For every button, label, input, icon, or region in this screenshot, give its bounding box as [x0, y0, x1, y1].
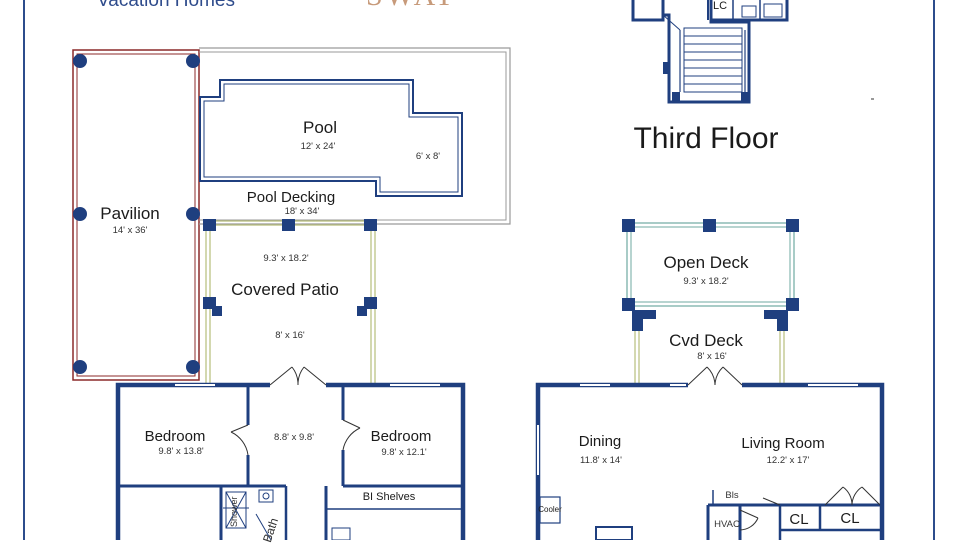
pavilion — [72, 49, 200, 381]
deck-post — [786, 219, 799, 232]
left-house-doors — [230, 366, 361, 456]
third-floor-stairs — [631, 0, 789, 104]
stair-post — [741, 92, 749, 102]
stair-tread — [683, 59, 743, 69]
pool-label: Pool — [302, 118, 338, 137]
cooler-label: Cooler — [538, 505, 562, 514]
deck-post — [622, 219, 635, 232]
bath-sink-basin — [262, 492, 270, 500]
pavilion-post — [186, 360, 200, 374]
third-floor-heading: Third Floor — [633, 122, 779, 155]
shower-stall — [225, 491, 247, 529]
patio-post — [364, 219, 377, 231]
counter — [595, 526, 633, 540]
bedroom-right-size: 9.8' x 12.1' — [381, 447, 427, 458]
cl1-label: CL — [789, 511, 809, 528]
deck-post — [786, 298, 799, 311]
covered-deck — [634, 331, 785, 386]
open-deck-label: Open Deck — [663, 253, 749, 272]
pool-decking — [199, 47, 511, 225]
covered-patio-size-bottom: 8' x 16' — [275, 330, 305, 341]
patio-post — [364, 297, 377, 309]
pavilion-post — [73, 207, 87, 221]
bath-fixtures — [225, 489, 274, 540]
pool-decking-size: 18' x 34' — [284, 206, 320, 217]
open-deck-size: 9.3' x 18.2' — [683, 276, 729, 287]
stair-tread — [683, 35, 743, 45]
living-room-label: Living Room — [741, 435, 825, 452]
pavilion-post — [186, 54, 200, 68]
open-deck — [622, 219, 799, 331]
patio-post — [203, 219, 216, 231]
stair-tread — [683, 51, 743, 61]
stair-tread — [683, 83, 743, 93]
pool-size: 12' x 24' — [300, 141, 336, 152]
deck-beam — [764, 310, 788, 319]
right-house-walls — [535, 382, 885, 540]
covered-patio-size-top: 9.3' x 18.2' — [263, 253, 309, 264]
cooler-box — [539, 496, 561, 524]
pavilion-label: Pavilion — [100, 204, 160, 223]
bedroom-right-label: Bedroom — [370, 428, 432, 445]
living-room-size: 12.2' x 17' — [766, 455, 810, 466]
stair-tread — [683, 27, 743, 37]
left-house-walls — [115, 382, 466, 540]
pavilion-post — [73, 360, 87, 374]
stair-tread — [683, 67, 743, 77]
deck-post — [622, 298, 635, 311]
stair-tread — [683, 43, 743, 53]
deck-post — [777, 310, 788, 331]
bi-shelves-label: BI Shelves — [362, 491, 416, 503]
covered-patio-label: Covered Patio — [231, 280, 339, 299]
dining-size: 11.8' x 14' — [579, 455, 623, 466]
deck-beam — [632, 310, 656, 319]
stair-post — [663, 62, 669, 74]
patio-post — [357, 306, 367, 316]
hall-size: 8.8' x 9.8' — [273, 432, 315, 443]
cvd-deck-size: 8' x 16' — [697, 351, 727, 362]
pool-decking-label: Pool Decking — [246, 189, 336, 206]
patio-post — [212, 306, 222, 316]
bls-label: Bls — [725, 490, 739, 501]
cvd-deck-label: Cvd Deck — [669, 331, 743, 350]
stair-post — [672, 92, 680, 102]
stair-tread — [683, 75, 743, 85]
pavilion-size: 14' x 36' — [112, 225, 148, 236]
third-floor-fixture — [741, 5, 757, 18]
bedroom-left-label: Bedroom — [144, 428, 206, 445]
bath-appliance — [331, 527, 351, 540]
bedroom-left-size: 9.8' x 13.8' — [158, 446, 204, 457]
dining-label: Dining — [578, 433, 622, 450]
deck-post — [703, 219, 716, 232]
spa-size: 6' x 8' — [415, 151, 441, 162]
pavilion-post — [73, 54, 87, 68]
patio-post — [282, 219, 295, 231]
right-house-doors — [687, 366, 881, 531]
hvac-label: HVAC — [714, 519, 740, 530]
lc-label: LC — [712, 0, 728, 12]
bath-sink — [258, 489, 274, 503]
deck-post — [632, 310, 643, 331]
pavilion-post — [186, 207, 200, 221]
company-logo: SWAT — [366, 0, 456, 11]
company-name: Vacation Homes — [97, 0, 235, 11]
pool — [199, 79, 463, 197]
shower-label: Shower — [229, 496, 239, 527]
cl2-label: CL — [840, 510, 860, 527]
third-floor-fixture — [763, 3, 783, 18]
covered-patio — [203, 219, 377, 384]
